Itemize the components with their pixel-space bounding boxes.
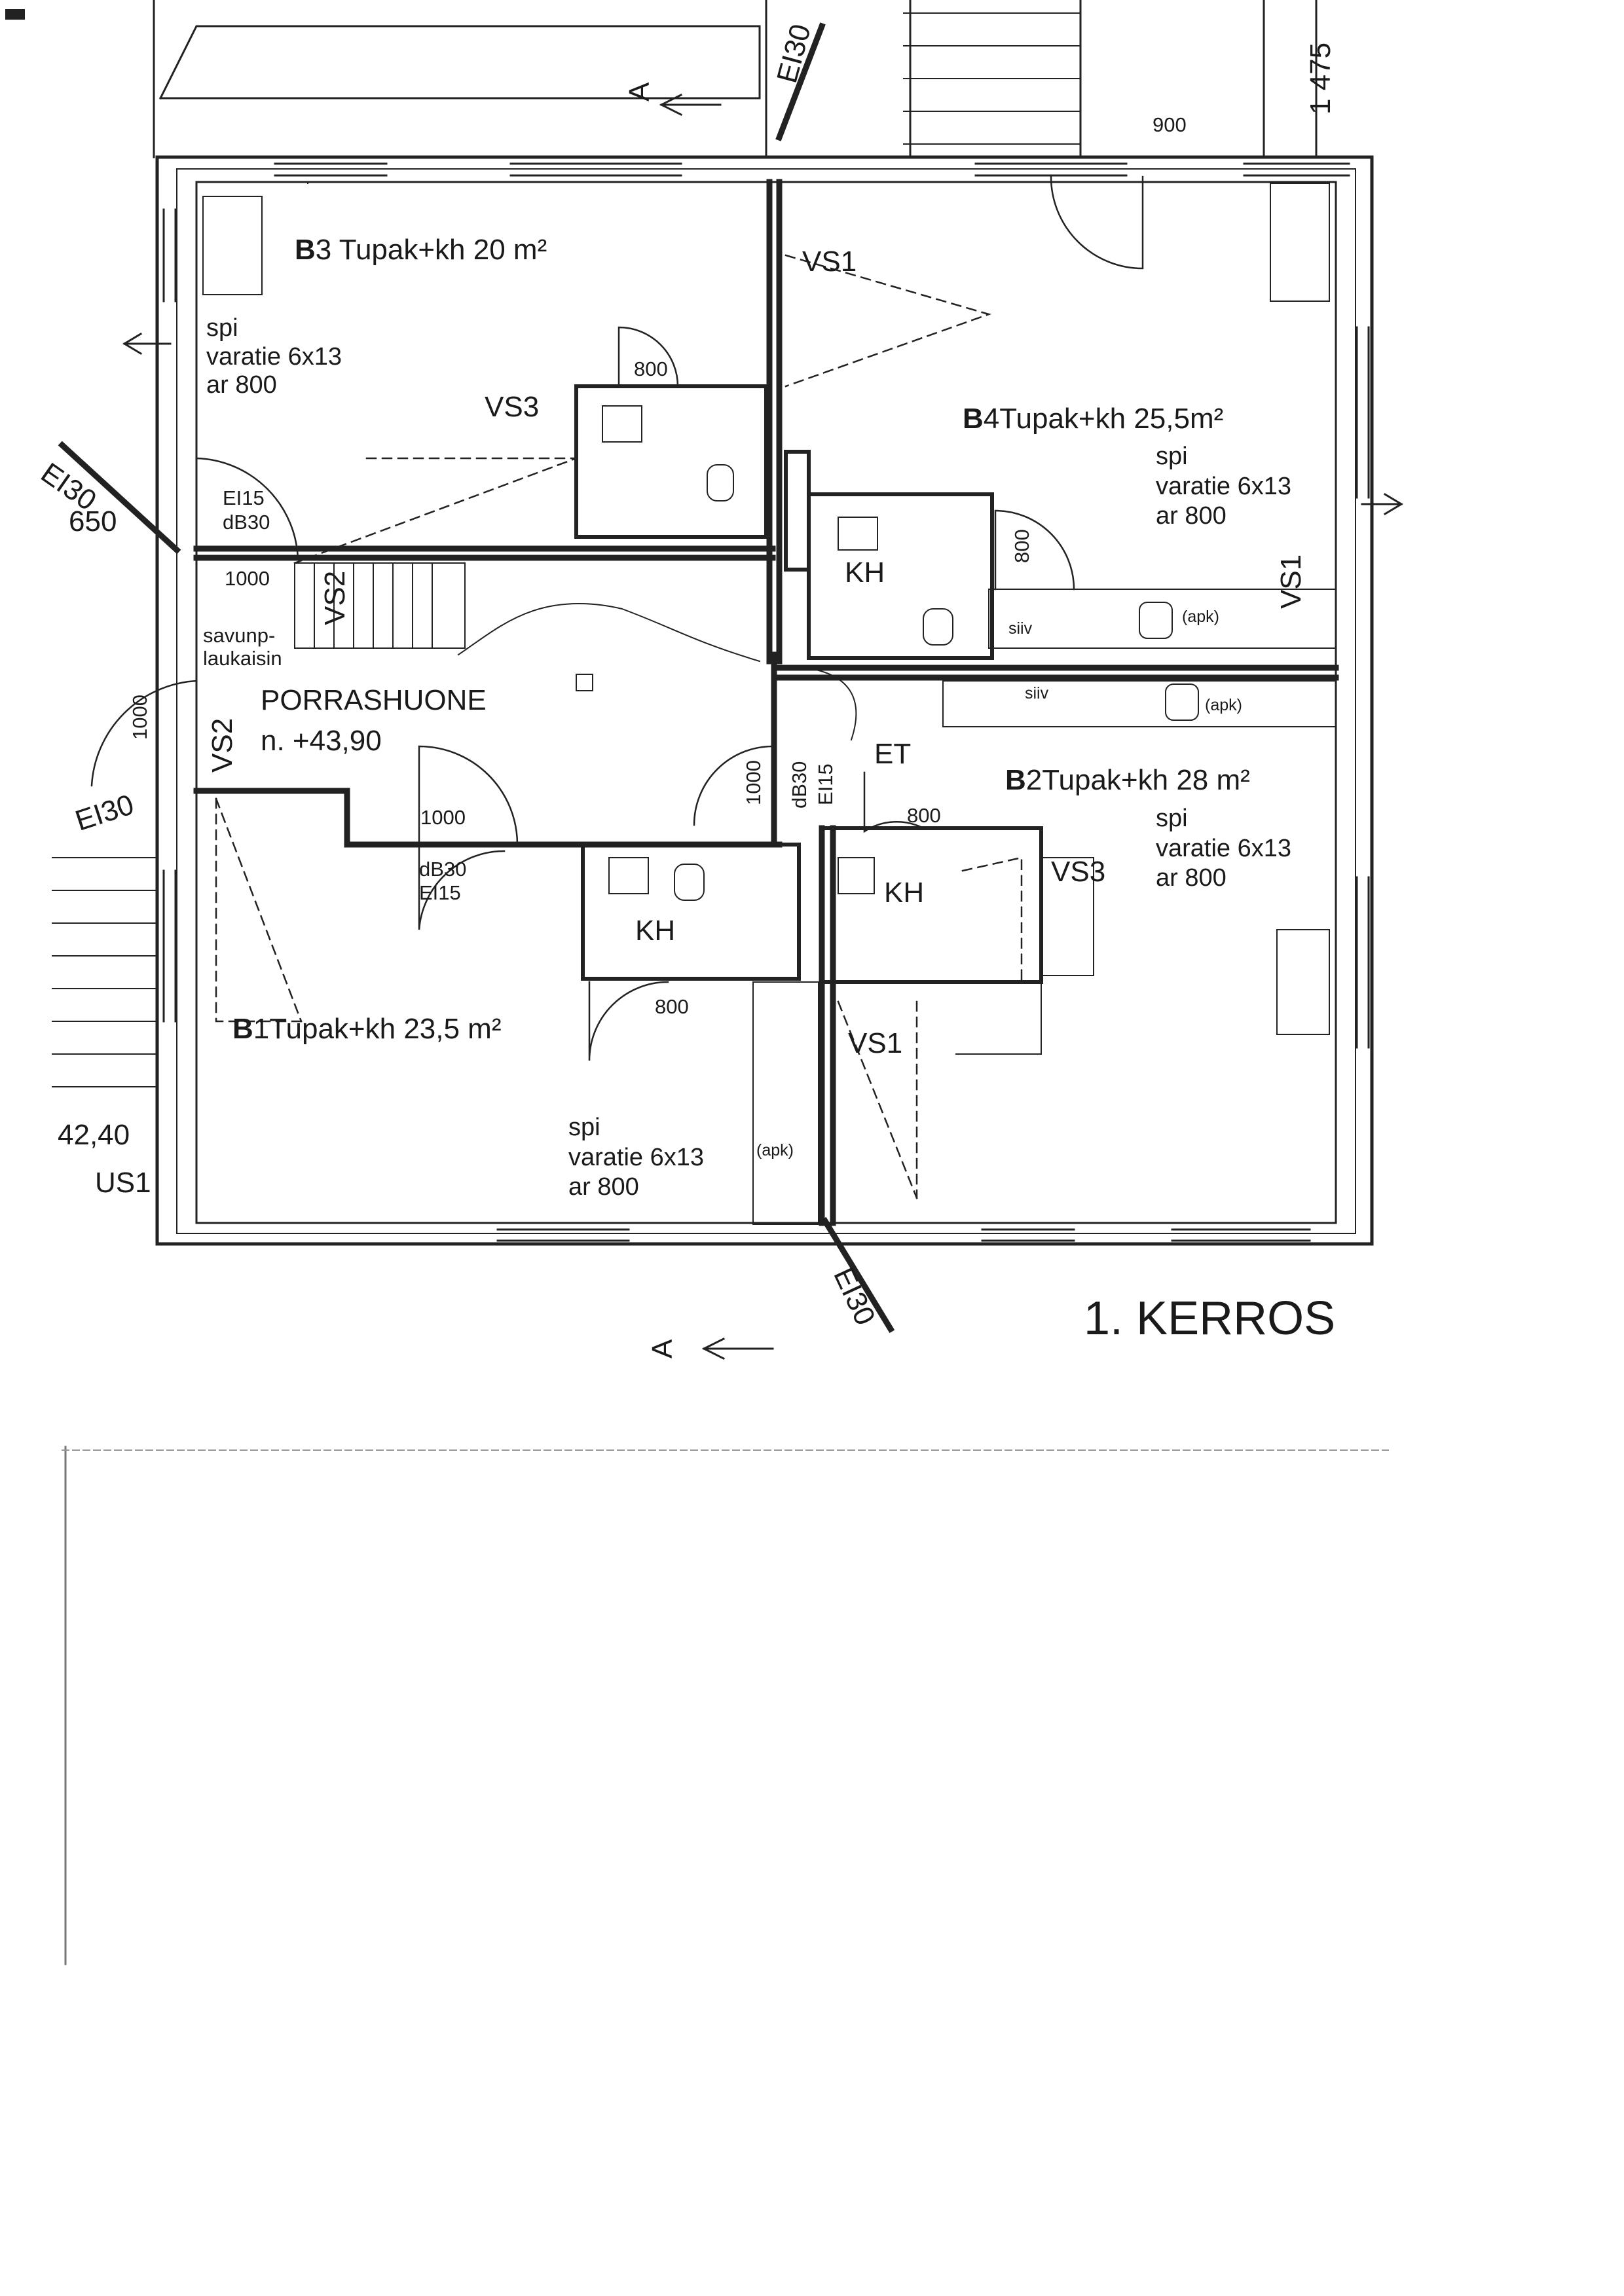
unit-b1-note-2: varatie 6x13	[568, 1143, 705, 1171]
unit-b2-note-1: spi	[1156, 805, 1188, 832]
bathroom-fixtures	[602, 405, 1199, 901]
stairwell-level: n. +43,90	[261, 725, 382, 757]
vs3-label-b2: VS3	[1051, 856, 1106, 888]
bathroom-label-b1: KH	[635, 915, 676, 947]
ei15-label-b1-door: EI15	[419, 881, 461, 904]
window-segments	[162, 162, 1370, 1242]
dim-800-b3: 800	[634, 357, 668, 380]
unit-b2-notes: spi varatie 6x13 ar 800	[1156, 804, 1291, 894]
unit-b2-note-2: varatie 6x13	[1156, 834, 1292, 862]
vs3-label-b3: VS3	[485, 391, 540, 423]
unit-b3-desc: Tupak+kh 20 m²	[339, 234, 547, 266]
section-mark-bottom: A	[646, 1339, 678, 1358]
smoke-hatch-label-2: laukaisin	[203, 647, 282, 670]
furniture-sketch	[457, 602, 857, 741]
section-arrows	[122, 93, 1403, 1360]
dim-650: 650	[69, 505, 117, 538]
unit-b3-note-2: varatie 6x13	[206, 342, 342, 371]
unit-b4-note-3: ar 800	[1156, 502, 1227, 530]
unit-b1-note-1: spi	[568, 1114, 600, 1141]
scan-corner-mark	[5, 9, 25, 20]
level-left-label: 42,40	[58, 1119, 130, 1151]
unit-b1-title: B1Tupak+kh 23,5 m²	[232, 1015, 501, 1044]
dim-1475: 1 475	[1304, 42, 1337, 115]
unit-b2-title: B2Tupak+kh 28 m²	[1005, 766, 1250, 795]
dim-1000-et: 1000	[742, 760, 765, 805]
apk-label-upper: (apk)	[1182, 608, 1219, 626]
unit-b1-code: B	[232, 1013, 253, 1045]
vs2-label-lower: VS2	[206, 718, 238, 773]
exterior-walls	[155, 155, 1374, 1246]
unit-b3-note-1: spi	[206, 314, 238, 342]
db30-label-b3-door: dB30	[223, 511, 270, 534]
floor-title: 1. KERROS	[1084, 1292, 1336, 1345]
db30-label-b1-door: dB30	[419, 858, 467, 881]
dim-1000-left: 1000	[128, 695, 151, 740]
unit-b4-notes: spi varatie 6x13 ar 800	[1156, 442, 1291, 532]
dim-1000-stair: 1000	[420, 806, 466, 829]
unit-b4-desc: Tupak+kh 25,5m²	[999, 403, 1224, 435]
bathroom-label-b2: KH	[884, 877, 925, 909]
interior-partitions	[202, 181, 1337, 1225]
unit-b3-code: B	[295, 234, 316, 266]
dim-800-b1: 800	[655, 995, 689, 1018]
apk-label-b1: (apk)	[756, 1141, 794, 1159]
unit-b4-note-2: varatie 6x13	[1156, 472, 1292, 500]
unit-b1-desc: Tupak+kh 23,5 m²	[269, 1013, 502, 1045]
dim-800-b2: 800	[907, 804, 941, 827]
vs1-label-b4: VS1	[802, 246, 857, 278]
et-label: ET	[874, 738, 912, 770]
ei30-markers	[58, 22, 895, 1334]
unit-b4-note-1: spi	[1156, 443, 1188, 470]
smoke-hatch-label-1: savunp-	[203, 624, 276, 647]
ei15-label-b3-door: EI15	[223, 486, 265, 509]
ei15-label-b2-door: EI15	[814, 763, 837, 805]
unit-b4-title: B4Tupak+kh 25,5m²	[963, 405, 1223, 433]
dim-900-top: 900	[1153, 113, 1187, 136]
stairwell-name: PORRASHUONE	[261, 684, 487, 716]
unit-b2-number: 2	[1025, 764, 1043, 796]
vs1-label-b4-right: VS1	[1275, 554, 1307, 609]
bathroom-label-b4: KH	[845, 556, 885, 589]
unit-b1-notes: spi varatie 6x13 ar 800	[568, 1113, 704, 1203]
vs2-label-upper: VS2	[319, 570, 351, 625]
unit-b3-note-3: ar 800	[206, 371, 277, 399]
unit-b2-note-3: ar 800	[1156, 864, 1227, 892]
siiv-label-lower: siiv	[1025, 684, 1049, 702]
bathroom-walls	[574, 384, 1043, 984]
unit-b4-number: 4	[983, 403, 1000, 435]
unit-b2-desc: Tupak+kh 28 m²	[1042, 764, 1250, 796]
unit-b3-title: B3 Tupak+kh 20 m²	[295, 236, 547, 264]
unit-b3-number: 3	[315, 234, 332, 266]
section-mark-top: A	[623, 82, 655, 101]
door-swings	[90, 175, 1144, 1061]
unit-b1-note-3: ar 800	[568, 1173, 639, 1201]
unit-b1-number: 1	[253, 1013, 270, 1045]
db30-label-b2-door: dB30	[788, 761, 811, 809]
unit-b3-notes: spi varatie 6x13 ar 800	[206, 314, 342, 400]
stairs-hatching	[52, 12, 1081, 1087]
unit-b2-code: B	[1005, 764, 1026, 796]
dim-1000-b3: 1000	[225, 567, 270, 590]
us1-label: US1	[95, 1167, 151, 1199]
siiv-label-upper: siiv	[1008, 619, 1033, 638]
unit-b4-code: B	[963, 403, 984, 435]
dashed-routes	[215, 254, 1023, 1199]
vs1-label-b1: VS1	[848, 1027, 903, 1059]
upper-context	[153, 0, 1318, 158]
dim-800-b4: 800	[1010, 529, 1033, 563]
apk-label-lower: (apk)	[1205, 696, 1242, 714]
